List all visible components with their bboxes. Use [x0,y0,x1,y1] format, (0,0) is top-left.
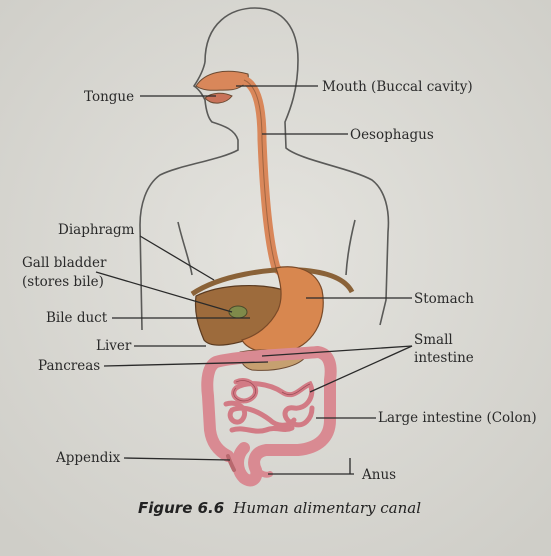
label-bile-duct: Bile duct [46,310,108,326]
body-outline [139,7,390,331]
pancreas-leader [103,361,269,367]
anus-leader [268,458,354,475]
label-stomach: Stomach [414,291,474,307]
diaphragm-leader [139,235,215,281]
small-intestine-leader-2 [309,345,413,393]
label-gall-bladder-1: Gall bladder [22,255,107,271]
appendix [226,454,236,472]
label-small-intestine-2: intestine [414,350,474,366]
label-liver: Liver [96,338,132,354]
gall-bladder-leader [95,271,233,313]
label-anus: Anus [361,467,396,483]
label-gall-bladder-2: (stores bile) [22,274,104,290]
label-pancreas: Pancreas [38,358,100,374]
label-oesophagus: Oesophagus [350,127,434,143]
label-appendix: Appendix [55,450,121,466]
small-intestine-leader-1 [261,345,413,357]
figure-caption: Figure 6.6 Human alimentary canal [138,498,421,517]
labels: Tongue Mouth (Buccal cavity) Oesophagus … [22,79,537,483]
label-diaphragm: Diaphragm [58,222,135,238]
leader-lines [95,85,413,475]
appendix-leader [123,457,231,461]
label-small-intestine-1: Small [414,332,453,348]
caption-title: Human alimentary canal [232,499,421,517]
label-mouth: Mouth (Buccal cavity) [322,79,473,95]
caption-figure-number: Figure 6.6 [138,499,224,517]
label-tongue: Tongue [84,89,134,105]
label-large-intestine: Large intestine (Colon) [378,410,537,426]
